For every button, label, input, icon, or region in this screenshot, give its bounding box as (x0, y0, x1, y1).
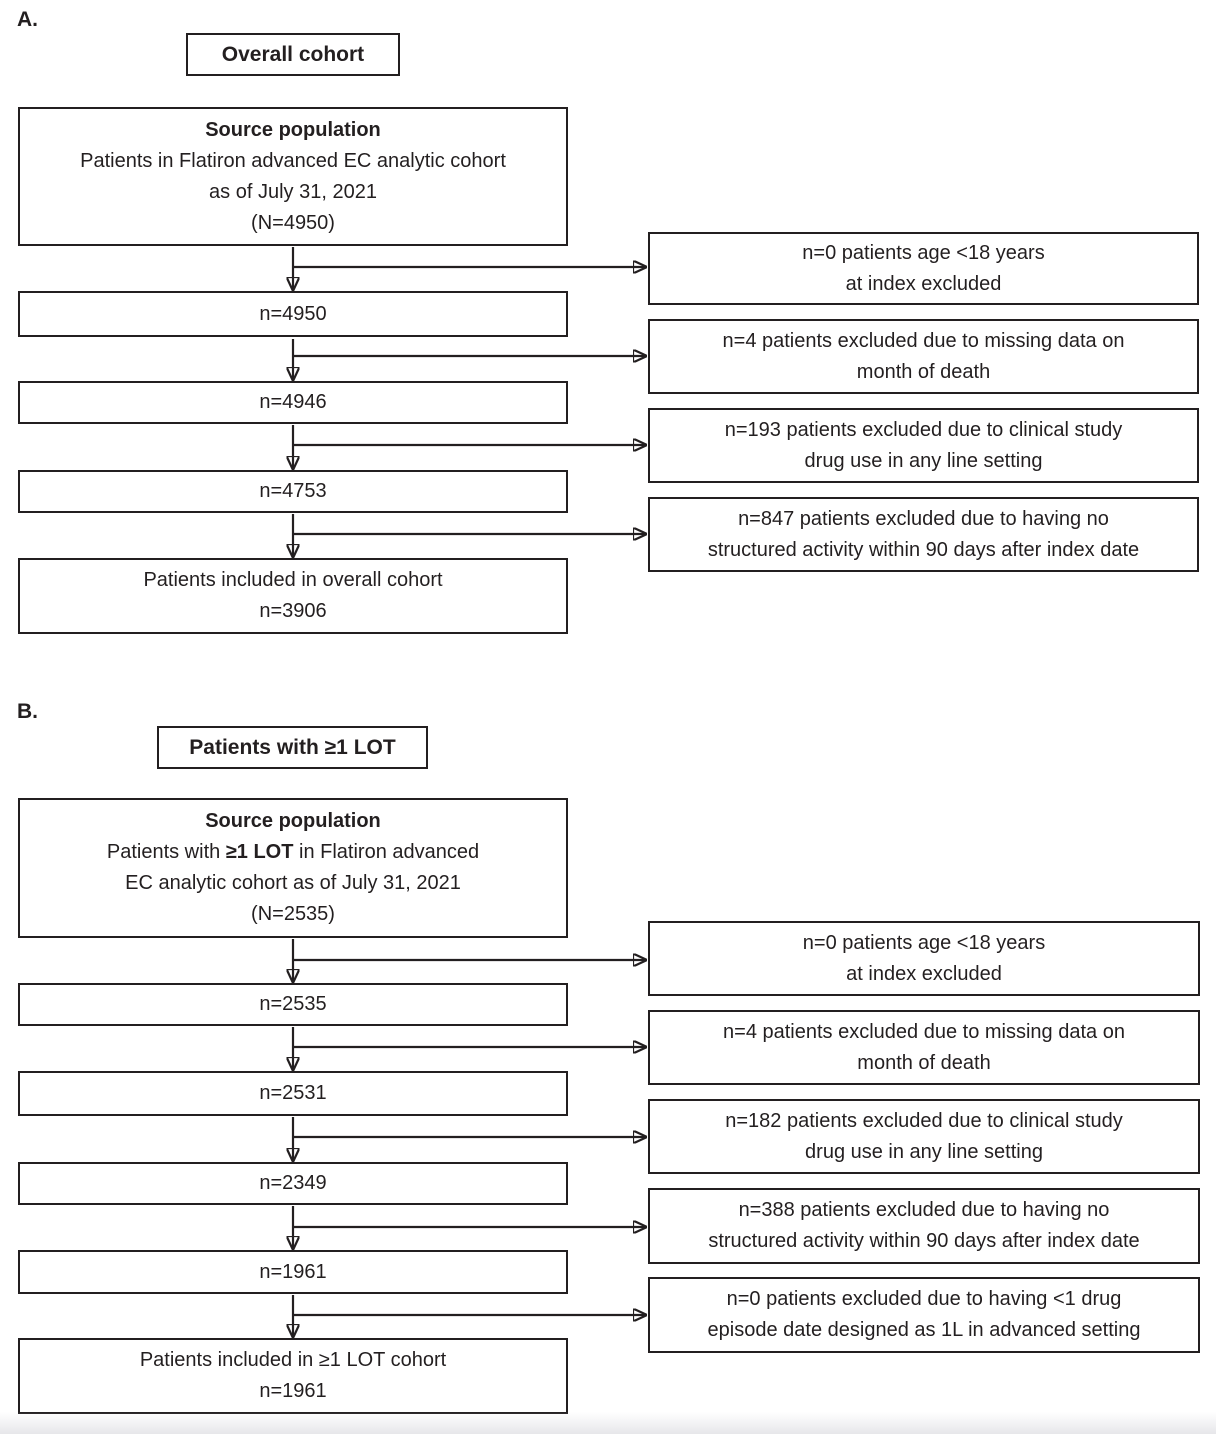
source-line-suffix: in Flatiron advanced (293, 841, 480, 863)
panel-b-count-box-1: n=2535 (18, 983, 568, 1026)
source-line-prefix: Patients with (106, 841, 226, 863)
exclusion-line: episode date designed as 1L in advanced … (707, 1319, 1141, 1341)
exclusion-line: n=193 patients excluded due to clinical … (724, 418, 1123, 441)
count-label: n=1961 (259, 1260, 327, 1283)
source-line: Patients with ≥1 LOT in Flatiron advance… (107, 837, 479, 868)
exclusion-line: n=847 patients excluded due to having no (738, 507, 1109, 530)
panel-a-exclusion-box-4: n=847 patients excluded due to having no… (648, 497, 1199, 572)
source-line: (N=2535) (251, 903, 335, 925)
exclusion-line: drug use in any line setting (805, 1140, 1043, 1163)
count-label: n=2535 (259, 993, 327, 1015)
exclusion-line: at index excluded (846, 962, 1002, 985)
exclusion-line: n=0 patients age <18 years (802, 931, 1046, 954)
page-edge-shading (0, 1412, 1216, 1434)
count-label: n=2531 (259, 1082, 327, 1104)
count-label: n=2349 (259, 1172, 327, 1194)
exclusion-line: structured activity within 90 days after… (708, 1230, 1140, 1252)
exclusion-line: n=388 patients excluded due to having no (738, 1199, 1110, 1221)
exclusion-line: n=4 patients excluded due to missing dat… (723, 1020, 1125, 1043)
count-label: n=4950 (259, 302, 327, 325)
source-line-bold: ≥1 LOT (225, 841, 294, 863)
panel-b-label: B. (17, 700, 38, 723)
source-heading: Source population (205, 118, 381, 141)
panel-a-exclusion-box-2: n=4 patients excluded due to missing dat… (648, 319, 1199, 394)
source-heading: Source population (205, 810, 381, 832)
count-label: n=4753 (259, 480, 327, 502)
panel-a-title: Overall cohort (221, 43, 365, 66)
panel-a-exclusion-box-1: n=0 patients age <18 years at index excl… (648, 232, 1199, 305)
exclusion-line: n=0 patients age <18 years (802, 241, 1045, 264)
final-count: n=1961 (259, 1380, 327, 1402)
panel-b-source-population-box: Source population Patients with ≥1 LOT i… (18, 798, 568, 938)
final-line: Patients included in overall cohort (143, 569, 443, 591)
panel-b-exclusion-box-1: n=0 patients age <18 years at index excl… (648, 921, 1200, 996)
panel-b-title-box: Patients with ≥1 LOT (157, 726, 428, 769)
exclusion-line: drug use in any line setting (804, 449, 1043, 472)
panel-b-exclusion-box-5: n=0 patients excluded due to having <1 d… (648, 1277, 1200, 1353)
panel-b-final-cohort-box: Patients included in ≥1 LOT cohort n=196… (18, 1338, 568, 1414)
panel-a-count-box-3: n=4753 (18, 470, 568, 513)
panel-b-count-box-4: n=1961 (18, 1250, 568, 1294)
count-label: n=4946 (259, 391, 327, 413)
source-line: EC analytic cohort as of July 31, 2021 (125, 872, 461, 894)
exclusion-line: n=182 patients excluded due to clinical … (725, 1109, 1123, 1132)
panel-b-exclusion-box-2: n=4 patients excluded due to missing dat… (648, 1010, 1200, 1085)
panel-a-exclusion-box-3: n=193 patients excluded due to clinical … (648, 408, 1199, 483)
exclusion-line: at index excluded (845, 272, 1002, 295)
exclusion-line: month of death (857, 1051, 991, 1074)
panel-a-title-box: Overall cohort (186, 33, 400, 76)
panel-b-count-box-3: n=2349 (18, 1162, 568, 1205)
panel-a-count-box-2: n=4946 (18, 381, 568, 424)
final-line: Patients included in ≥1 LOT cohort (139, 1349, 447, 1371)
exclusion-line: n=0 patients excluded due to having <1 d… (726, 1288, 1122, 1310)
panel-a-label: A. (17, 8, 38, 31)
panel-a-final-cohort-box: Patients included in overall cohort n=39… (18, 558, 568, 634)
final-count: n=3906 (259, 600, 327, 622)
source-line: as of July 31, 2021 (209, 180, 377, 203)
exclusion-line: structured activity within 90 days after… (707, 538, 1140, 561)
source-line: (N=4950) (251, 211, 335, 234)
panel-b-exclusion-box-3: n=182 patients excluded due to clinical … (648, 1099, 1200, 1174)
exclusion-line: n=4 patients excluded due to missing dat… (722, 329, 1125, 352)
panel-a-count-box-1: n=4950 (18, 291, 568, 337)
panel-b-title: Patients with ≥1 LOT (189, 736, 396, 759)
source-line: Patients in Flatiron advanced EC analyti… (80, 149, 506, 172)
exclusion-line: month of death (856, 360, 991, 383)
panel-b-exclusion-box-4: n=388 patients excluded due to having no… (648, 1188, 1200, 1264)
panel-b-count-box-2: n=2531 (18, 1071, 568, 1116)
panel-a-source-population-box: Source population Patients in Flatiron a… (18, 107, 568, 246)
